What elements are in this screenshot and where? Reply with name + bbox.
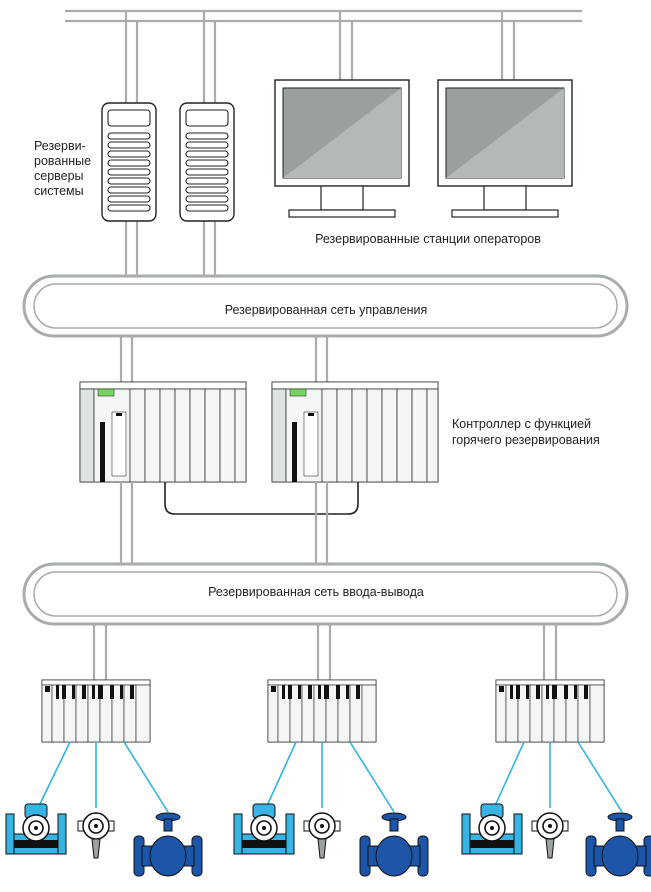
pressure-transmitter-icon — [77, 812, 115, 859]
servers-label-line2: рованные — [34, 154, 91, 168]
servers-label-line1: Резерви- — [34, 139, 86, 153]
server-tower-icon — [179, 102, 235, 222]
field-links — [37, 741, 623, 813]
monitor-drops — [338, 11, 516, 80]
io-network-label: Резервированная сеть ввода-вывода — [208, 585, 424, 599]
monitor-icon — [437, 79, 573, 218]
server-tower-icon — [101, 102, 157, 222]
control-valve-icon — [585, 812, 651, 877]
io-rack-icon — [41, 679, 151, 743]
flowmeter-icon — [5, 803, 67, 855]
flowmeter-icon — [461, 803, 523, 855]
controller-label-line1: Контроллер с функцией — [452, 417, 591, 431]
pressure-transmitter-icon — [531, 812, 569, 859]
controller-downlinks — [119, 482, 329, 564]
controller-uplinks — [119, 336, 329, 382]
servers-label-line4: системы — [34, 184, 84, 198]
io-rack-icon — [495, 679, 605, 743]
monitor-icon — [274, 79, 410, 218]
plc-rack-icon — [271, 381, 439, 483]
controller-label-line2: горячего резервирования — [452, 433, 600, 447]
plc-rack-icon — [79, 381, 247, 483]
io-network-ring — [22, 562, 629, 626]
pressure-transmitter-icon — [303, 812, 341, 859]
io-rack-icon — [267, 679, 377, 743]
control-valve-icon — [359, 812, 429, 877]
control-network-label: Резервированная сеть управления — [225, 303, 428, 317]
control-network-ring — [22, 274, 629, 338]
operator-stations-label: Резервированные станции операторов — [315, 232, 541, 246]
control-valve-icon — [133, 812, 203, 877]
hot-standby-link — [164, 482, 359, 515]
io-rack-uplinks — [92, 624, 558, 680]
flowmeter-icon — [233, 803, 295, 855]
top-network-bus — [65, 9, 582, 23]
servers-label-line3: серверы — [34, 169, 84, 183]
